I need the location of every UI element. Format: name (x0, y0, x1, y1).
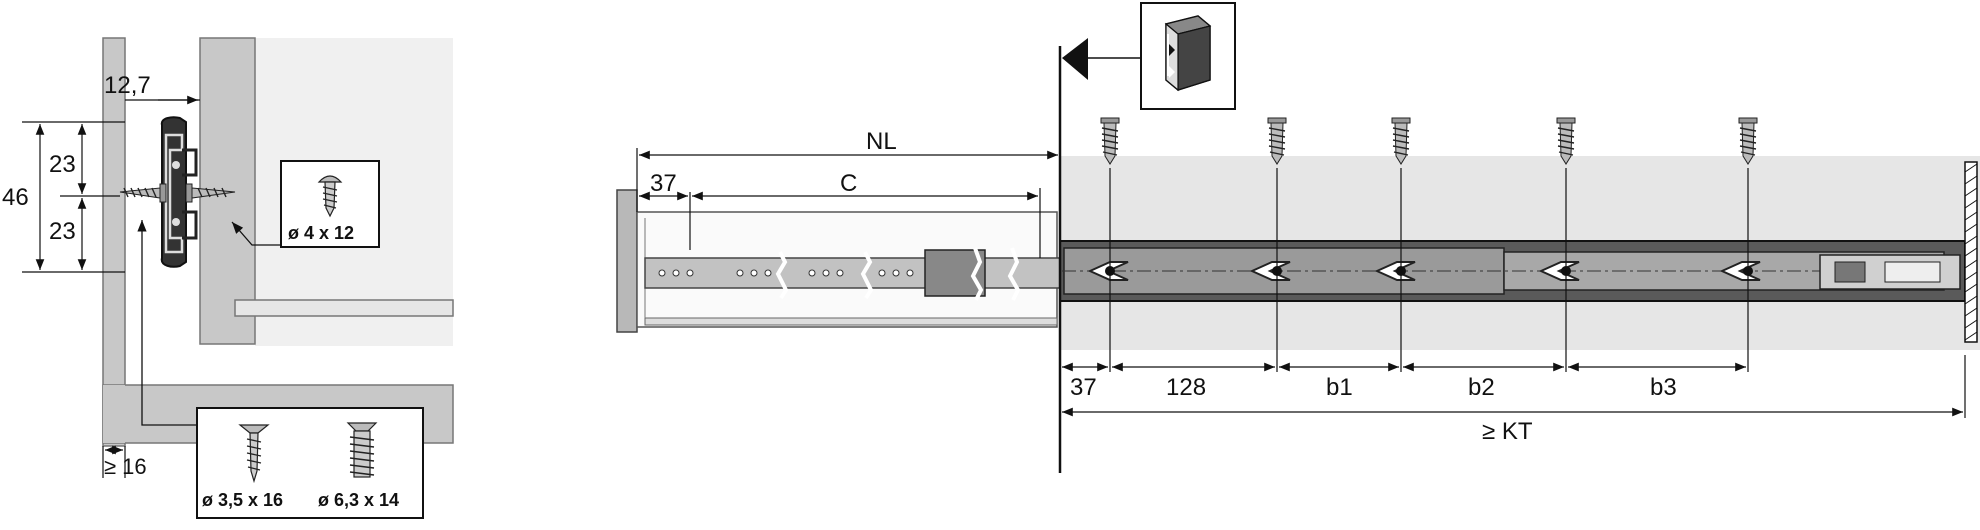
screw-label-bottom-1: ø 3,5 x 16 (202, 490, 284, 510)
cabinet-symbol-box (1140, 2, 1236, 110)
dim-nl-label: NL (866, 128, 897, 155)
dim-upper-label: 23 (49, 151, 76, 178)
rail-slots (1087, 261, 1761, 281)
leader-lines (137, 220, 280, 426)
back-wall-hatch (1964, 163, 1978, 341)
pan-head-screw-icon (317, 175, 343, 218)
runner-profile (160, 116, 198, 268)
dim-b1-label: b1 (1326, 374, 1353, 401)
dim-front-37-label: 37 (650, 170, 677, 197)
screw-label-bottom-2: ø 6,3 x 14 (318, 490, 400, 510)
screw-legend-box-bottom: ø 3,5 x 16 ø 6,3 x 14 (196, 407, 424, 519)
dim-128-label: 128 (1166, 374, 1207, 401)
dim-min-side-label: ≥ 16 (104, 454, 147, 479)
top-plan-view (616, 38, 1980, 473)
dim-b3-label: b3 (1650, 374, 1677, 401)
chipboard-screw-icon (346, 422, 378, 478)
screw-icons (238, 422, 378, 484)
break-lines (775, 247, 1021, 301)
dim-kt-label: ≥ KT (1482, 418, 1533, 445)
inner-rail-holes (658, 269, 914, 277)
dim-rail-37-label: 37 (1070, 374, 1097, 401)
screw-label-top: ø 4 x 12 (288, 223, 355, 243)
right-dimension-lines (636, 148, 1966, 418)
dim-b2-label: b2 (1468, 374, 1495, 401)
dim-c-label: C (840, 170, 858, 197)
screw-legend-box-top: ø 4 x 12 (280, 160, 380, 248)
dim-gap-label: 12,7 (104, 72, 151, 99)
drawer-front (616, 189, 638, 333)
inner-rail (644, 257, 1061, 289)
left-dimension-lines (22, 95, 200, 478)
dim-lower-label: 23 (49, 218, 76, 245)
drawer-bottom-panel (234, 299, 454, 317)
screw-position-lines (1109, 168, 1749, 372)
dim-total-label: 46 (2, 184, 29, 211)
horizontal-screws (119, 183, 236, 203)
cabinet-icon (1164, 15, 1212, 92)
reference-triangle (1062, 38, 1088, 80)
countersunk-screw-icon (238, 424, 270, 484)
